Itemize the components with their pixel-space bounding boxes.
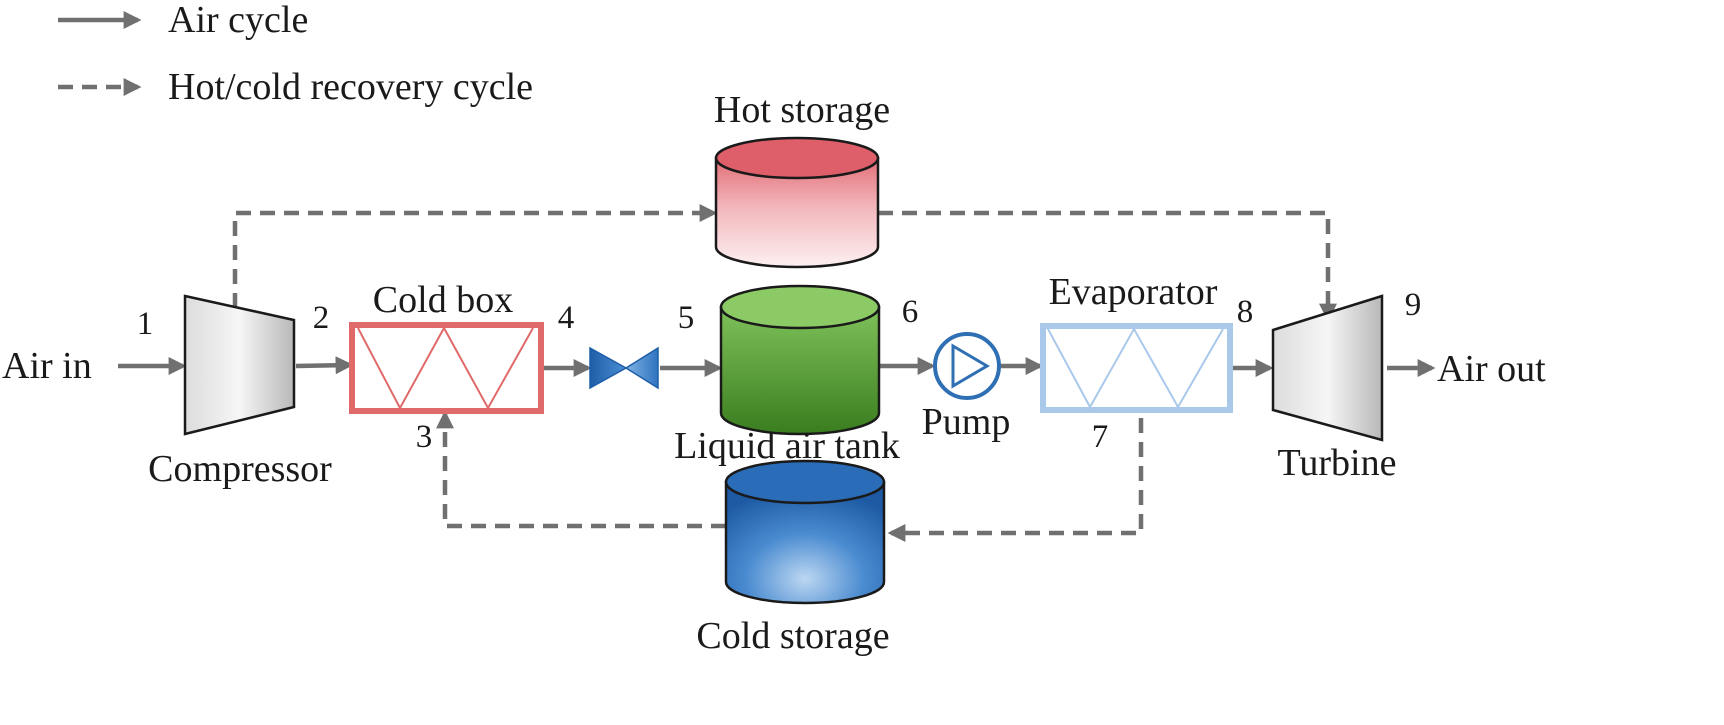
state-point-2: 2: [313, 300, 330, 336]
cold-line-evaporator-to-cold-storage: [887, 418, 1144, 542]
state-point-6: 6: [902, 294, 919, 330]
turbine: [1271, 294, 1384, 442]
state-point-5: 5: [678, 300, 695, 336]
legend-air-cycle-label: Air cycle: [168, 0, 308, 41]
air-lines: [118, 356, 1436, 377]
pump: [933, 332, 1001, 400]
hot-storage-tank: [714, 136, 880, 269]
turbine-label: Turbine: [1278, 442, 1397, 484]
state-point-7: 7: [1092, 419, 1109, 455]
component-labels: Air in Air out Compressor Cold box Hot s…: [2, 89, 1546, 657]
hot-storage-label: Hot storage: [714, 89, 890, 131]
expansion-valve: [589, 346, 659, 390]
liquid-air-tank: [719, 284, 881, 436]
hot-line-compressor-to-hot-storage: [232, 204, 718, 308]
compressor-label: Compressor: [148, 448, 332, 490]
state-point-8: 8: [1237, 294, 1254, 330]
pump-label: Pump: [922, 401, 1011, 443]
state-point-3: 3: [416, 419, 433, 455]
air-out-label: Air out: [1437, 348, 1546, 390]
evaporator-label: Evaporator: [1049, 271, 1218, 313]
state-points: 1 2 3 4 5 6 7 8 9: [137, 287, 1422, 455]
cold-storage-tank: [724, 459, 886, 605]
line-compressor-to-cold-box: [295, 356, 354, 375]
air-in-label: Air in: [2, 345, 92, 387]
cold-box-label: Cold box: [373, 279, 513, 321]
state-point-4: 4: [558, 300, 575, 336]
compressor: [183, 294, 296, 436]
state-point-1: 1: [137, 306, 154, 342]
recovery-lines: [232, 204, 1337, 542]
evaporator: [1040, 323, 1233, 413]
hot-line-hot-storage-to-turbine: [878, 210, 1337, 322]
legend-recovery-cycle-label: Hot/cold recovery cycle: [168, 66, 533, 108]
legend: Air cycle Hot/cold recovery cycle: [58, 0, 533, 108]
cold-box: [349, 322, 544, 414]
cold-storage-label: Cold storage: [696, 615, 889, 657]
state-point-9: 9: [1405, 287, 1422, 323]
liquid-air-tank-label: Liquid air tank: [674, 425, 900, 467]
